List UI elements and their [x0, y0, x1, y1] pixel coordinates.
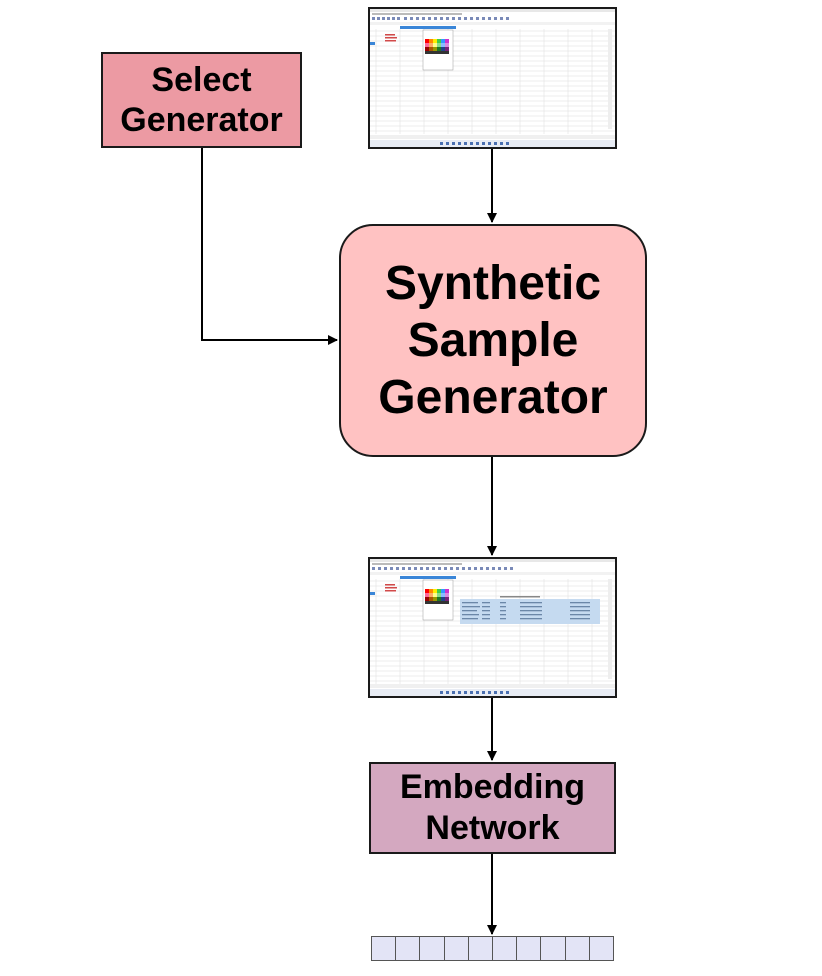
select-generator-box: Select Generator — [101, 52, 302, 148]
select-generator-label: Select Generator — [120, 61, 283, 139]
input-spreadsheet-screenshot — [368, 7, 617, 149]
embedding-network-label: Embedding Network — [399, 768, 586, 847]
vector-cell — [565, 937, 590, 960]
vector-cell — [541, 937, 566, 960]
embedding-vector — [371, 936, 614, 961]
vector-cell — [517, 937, 542, 960]
output-spreadsheet-screenshot — [368, 557, 617, 698]
vector-cell — [493, 937, 518, 960]
synthetic-sample-generator-box: Synthetic Sample Generator — [339, 224, 647, 457]
vector-cell — [468, 937, 494, 960]
arrow-select-to-generator — [201, 148, 338, 345]
vector-cell — [396, 937, 421, 960]
vector-cell — [420, 937, 445, 960]
vector-cell — [444, 937, 469, 960]
vector-cell — [372, 937, 397, 960]
vector-cell — [589, 937, 614, 960]
spreadsheet-thumbnail-output — [370, 559, 615, 696]
spreadsheet-thumbnail-input — [370, 9, 615, 147]
synthetic-sample-generator-label: Synthetic Sample Generator — [378, 257, 608, 424]
embedding-network-box: Embedding Network — [369, 762, 616, 854]
